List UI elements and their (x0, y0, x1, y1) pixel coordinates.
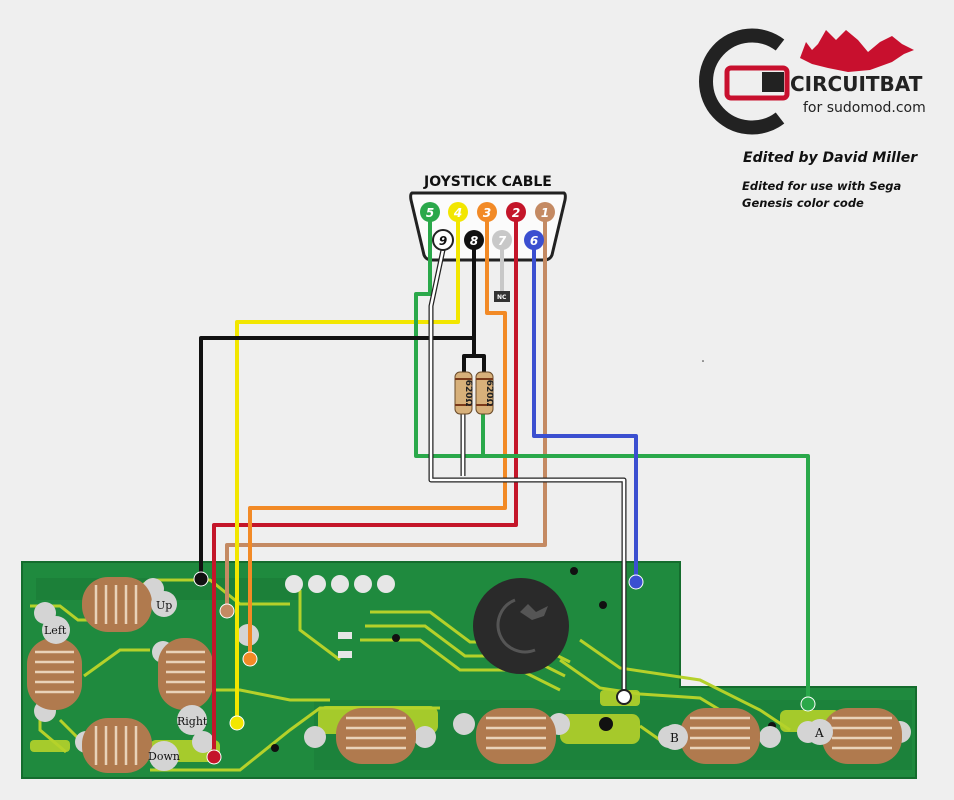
pin-2-label: 2 (512, 206, 520, 220)
pin-7-dot (492, 230, 512, 250)
circuitbat-logo: CIRCUITBAT for sudomod.com (699, 28, 926, 135)
label-left: Left (44, 624, 67, 637)
nc-label: NC (497, 294, 507, 301)
wire-pin4 (235, 213, 460, 722)
pad-down (82, 718, 152, 773)
credit-note-line2: Genesis color code (742, 196, 864, 210)
logo-chip-icon (762, 72, 784, 92)
resistor-2-label: 620Ω (484, 380, 494, 407)
pad-select (476, 708, 556, 764)
pin-6: 6 (524, 230, 544, 250)
pin-3-dot (477, 202, 497, 222)
wire-pin2 (212, 213, 518, 757)
solder-points (193, 571, 816, 765)
label-bubble-up (151, 591, 177, 617)
ic-blob (473, 578, 569, 674)
logo-c-shape (699, 28, 785, 135)
pin-5: 5 (420, 202, 440, 222)
logo-brand: CIRCUITBAT (790, 72, 923, 96)
pin-2: 2 (506, 202, 526, 222)
pin-1-label: 1 (541, 206, 549, 220)
wire-pin8 (199, 241, 476, 578)
controller-pcb: Up Left Right Down B A (21, 561, 917, 779)
pin-5-label: 5 (426, 206, 434, 220)
pin-4-dot (448, 202, 468, 222)
label-bubble-down (149, 741, 179, 771)
logo-tagline: for sudomod.com (803, 100, 926, 116)
pin-9: 9 (432, 229, 454, 251)
pin-2-dot (506, 202, 526, 222)
pad-b (680, 708, 760, 764)
pad-a (822, 708, 902, 764)
solder-point-tan (219, 603, 235, 619)
ic-logo-mark (496, 598, 536, 654)
label-bubble-left (42, 616, 70, 644)
pin-9-dot (432, 229, 454, 251)
pin-3-label: 3 (483, 206, 491, 220)
pad-left (27, 638, 82, 710)
label-b: B (670, 731, 679, 745)
pad-right (158, 638, 213, 710)
pin-7: 7 (492, 230, 512, 250)
pin-3: 3 (477, 202, 497, 222)
label-down: Down (148, 750, 180, 763)
label-bubble-right (177, 705, 207, 735)
pad-start (336, 708, 416, 764)
pcb-header-pads (285, 575, 395, 593)
label-up: Up (156, 599, 172, 612)
pin-6-label: 6 (530, 234, 538, 248)
solder-point-black (193, 571, 209, 587)
wire-pin3 (248, 213, 507, 658)
pin-6-dot (524, 230, 544, 250)
pin-1-dot (535, 202, 555, 222)
solder-point-white (616, 689, 632, 705)
stray-dot (702, 360, 704, 362)
connector-title: JOYSTICK CABLE (423, 174, 552, 190)
solder-point-red (206, 749, 222, 765)
pcb-smd-pad (338, 632, 352, 639)
pcb-vias (271, 567, 776, 752)
logo-g-shape (724, 65, 790, 101)
pin-9-label: 9 (439, 234, 447, 248)
label-bubble-b (662, 724, 688, 750)
credit-note-line1: Edited for use with Sega (742, 179, 902, 193)
label-a: A (814, 726, 824, 740)
pin-5-dot (420, 202, 440, 222)
resistor-2: 620Ω (475, 371, 494, 415)
bat-logo-icon (800, 30, 914, 72)
resistor-1: 620Ω (454, 371, 473, 415)
nc-tag (494, 291, 510, 302)
wire-pin6 (532, 241, 638, 582)
solder-point-yellow (229, 715, 245, 731)
credit-editor: Edited by David Miller (743, 150, 918, 166)
label-bubble-a (807, 719, 833, 745)
ic-bat-icon (520, 604, 548, 620)
pad-up (82, 577, 152, 632)
pin-8: 8 (464, 230, 484, 250)
wire-pin1 (225, 213, 547, 610)
wire-pin8-resistor-split (462, 338, 486, 372)
wire-pin5 (414, 213, 810, 705)
solder-point-orange (242, 651, 258, 667)
pin-8-label: 8 (470, 234, 478, 248)
solder-point-green (800, 696, 816, 712)
pcb-smd-pad (338, 651, 352, 658)
pin-8-dot (464, 230, 484, 250)
pin-7-label: 7 (498, 234, 507, 248)
pin-4: 4 (448, 202, 468, 222)
resistor-1-label: 620Ω (463, 380, 473, 407)
pin-4-label: 4 (453, 206, 462, 220)
label-right: Right (177, 715, 208, 728)
solder-point-blue (628, 574, 644, 590)
pin-1: 1 (535, 202, 555, 222)
